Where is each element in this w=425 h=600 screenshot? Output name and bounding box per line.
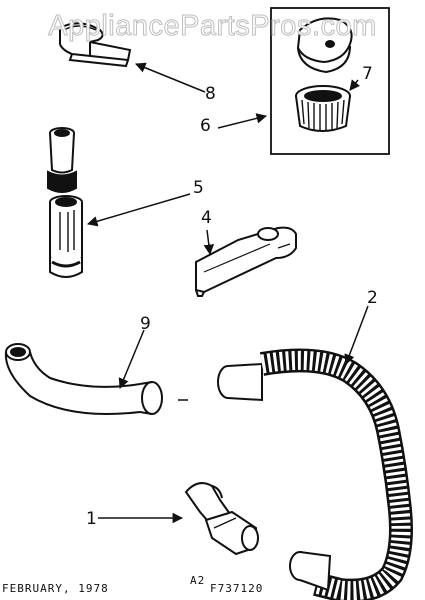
part-6-7-dusting-brush (270, 7, 390, 155)
part-2-flexible-hose (217, 348, 413, 600)
callout-7: 7 (362, 64, 373, 84)
callout-1: 1 (86, 509, 97, 529)
part-8-upholstery-nozzle (59, 22, 132, 68)
callout-4: 4 (201, 208, 212, 228)
callout-5: 5 (193, 178, 204, 198)
part-1-elbow-connector (184, 482, 259, 556)
part-4-crevice-tool (195, 226, 297, 297)
callout-9: 9 (140, 314, 151, 334)
callout-8: 8 (205, 84, 216, 104)
footer-date: FEBRUARY, 1978 (2, 582, 109, 595)
footer-page: A2 (190, 574, 206, 587)
callout-arrows (86, 62, 369, 524)
callout-6: 6 (200, 116, 211, 136)
callout-2: 2 (367, 288, 378, 308)
footer-code: F737120 (210, 582, 264, 595)
part-5-extension-wands (47, 127, 83, 278)
part-9-curved-wand (4, 343, 188, 415)
